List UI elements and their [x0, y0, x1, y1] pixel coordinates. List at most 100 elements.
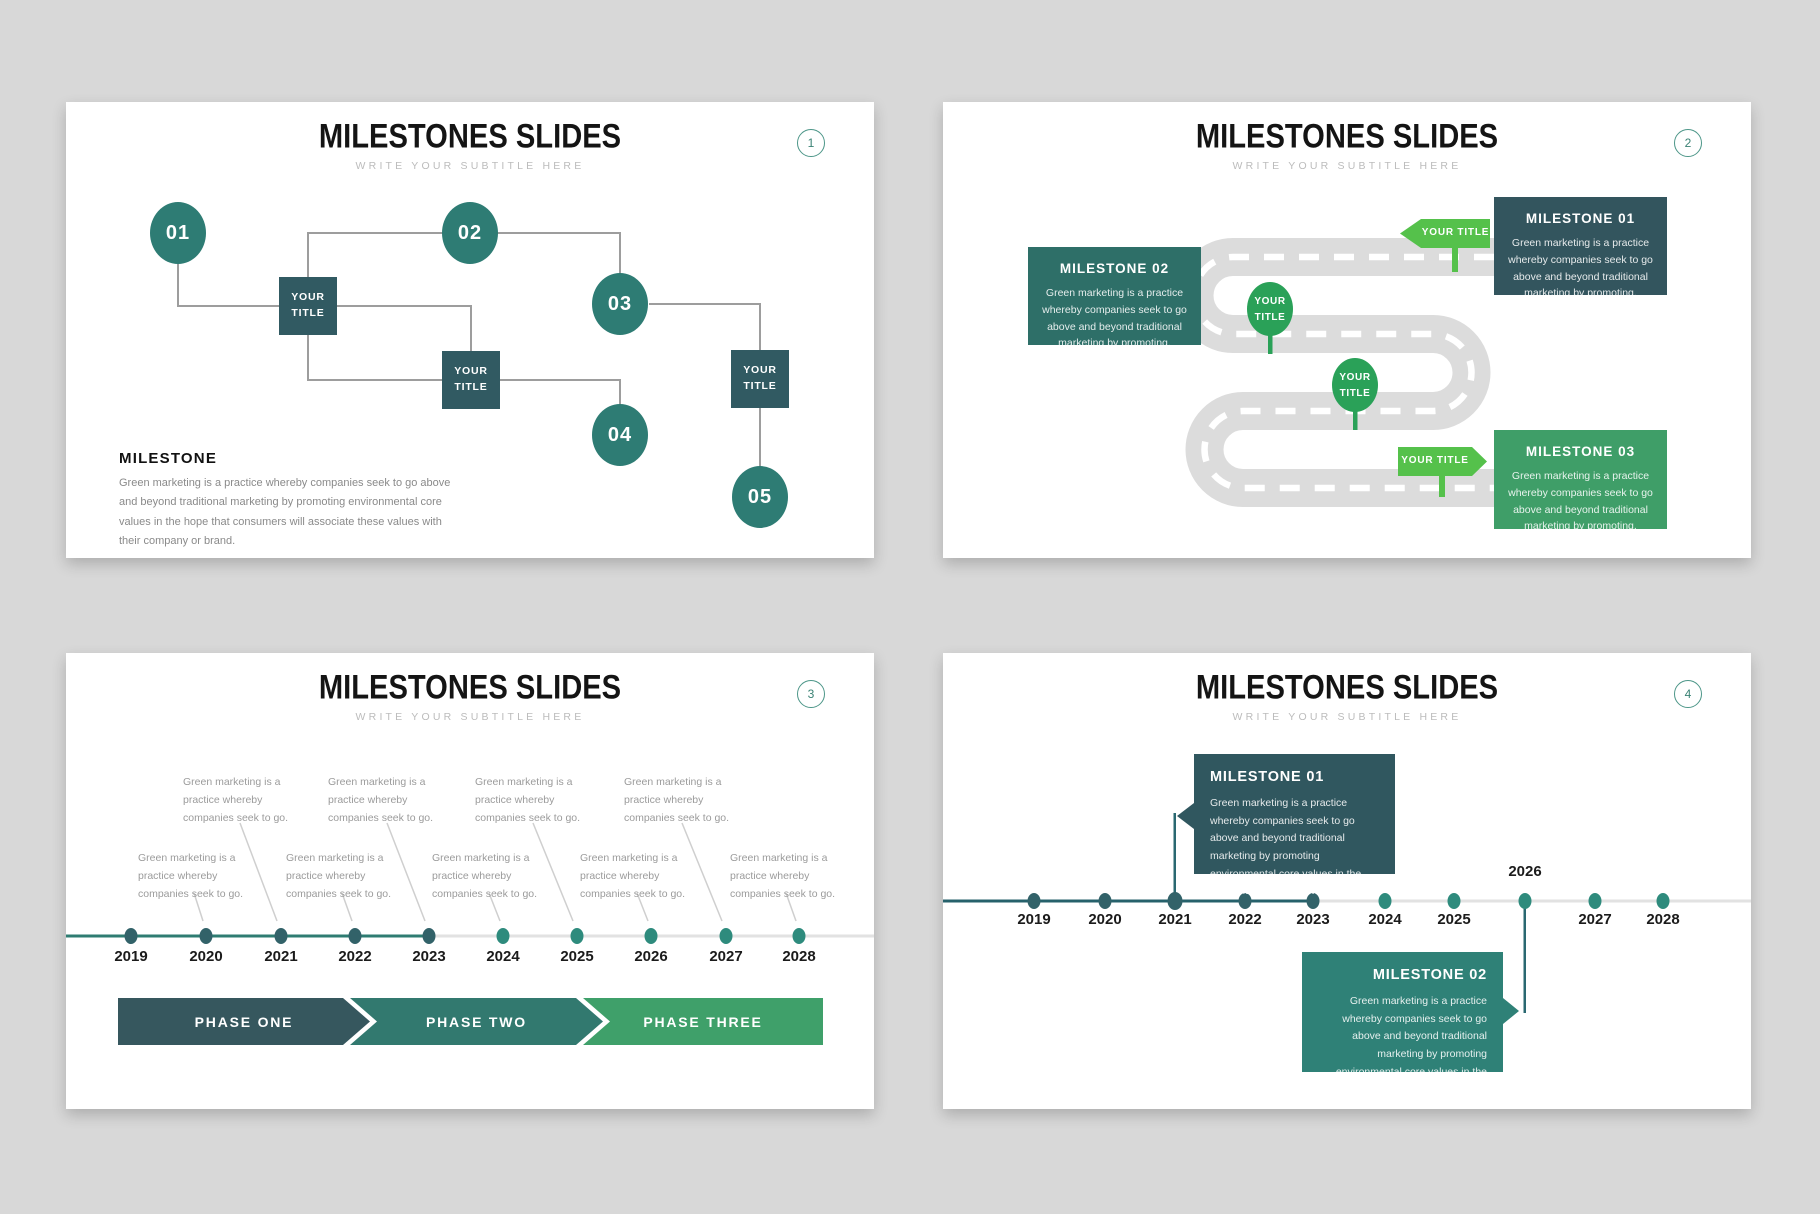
your-title-label: YOUR TITLE: [743, 364, 777, 392]
milestone-01-box: MILESTONE 01 Green marketing is a practi…: [1494, 197, 1667, 299]
year-2024: 2024: [1368, 911, 1402, 928]
year-2023: 2023: [1296, 911, 1330, 928]
your-title-box-2: YOUR TITLE: [442, 351, 500, 409]
year-2021: 2021: [1158, 911, 1192, 928]
callout-2022: Green marketing is a practice whereby co…: [286, 849, 406, 903]
callout-line: practice whereby: [328, 794, 408, 807]
year-2025: 2025: [1437, 911, 1471, 928]
callout-line: companies seek to go.: [138, 888, 244, 901]
milestone-02-pointer: [1503, 998, 1519, 1024]
slide-1-flowchart-milestones: MILESTONES SLIDES WRITE YOUR SUBTITLE HE…: [66, 102, 874, 558]
connector-2026: [1523, 903, 1526, 1013]
milestone-03-body: Green marketing is a practice whereby co…: [1508, 470, 1653, 533]
slide-3-timeline-phases: MILESTONES SLIDES WRITE YOUR SUBTITLE HE…: [66, 653, 874, 1109]
milestone-section-paragraph: Green marketing is a practice whereby co…: [119, 477, 451, 547]
callout-2026: Green marketing is a practice whereby co…: [580, 849, 700, 903]
phase-one-label: PHASE ONE: [194, 1014, 294, 1030]
callout-line: companies seek to go.: [183, 812, 289, 825]
road-sign-1-label: YOUR TITLE: [1421, 227, 1490, 238]
callout-line: practice whereby: [730, 870, 810, 883]
flowchart-node-02: 02: [457, 222, 483, 244]
road-pin-circle-1: [1247, 282, 1293, 336]
milestone-01-body: Green marketing is a practice whereby co…: [1210, 797, 1362, 898]
slide-title: MILESTONES SLIDES: [1195, 667, 1499, 707]
your-title-box-3: YOUR TITLE: [731, 350, 789, 408]
timeline-line-teal: [943, 899, 1313, 903]
flowchart-number-circles: [150, 202, 788, 528]
your-title-box-1: YOUR TITLE: [279, 277, 337, 335]
milestone-01-pointer: [1177, 803, 1194, 829]
callout-line: practice whereby: [432, 870, 512, 883]
timeline-dots: [124, 928, 806, 944]
road-sign-left-arrow: [1400, 219, 1490, 248]
callout-2024: Green marketing is a practice whereby co…: [432, 849, 552, 903]
phase-one-arrow: [118, 998, 370, 1045]
milestone-01-body: Green marketing is a practice whereby co…: [1508, 237, 1653, 300]
callout-line: practice whereby: [475, 794, 555, 807]
milestone-01-heading: MILESTONE 01: [1210, 769, 1325, 785]
year-2025: 2025: [560, 948, 594, 965]
callout-line: practice whereby: [580, 870, 660, 883]
timeline-dots: [1027, 892, 1670, 910]
timeline-line-gray: [1313, 899, 1751, 903]
phase-two-arrow: [350, 998, 603, 1045]
timeline-graphic: [943, 813, 1751, 1013]
connector-2021: [1173, 813, 1176, 900]
phase-two-label: PHASE TWO: [426, 1014, 527, 1030]
slide-subtitle: WRITE YOUR SUBTITLE HERE: [355, 711, 585, 723]
slide-title: MILESTONES SLIDES: [1195, 116, 1499, 156]
callout-line: practice whereby: [138, 870, 218, 883]
year-2028: 2028: [782, 948, 816, 965]
slide-title: MILESTONES SLIDES: [318, 116, 622, 156]
slide-title: MILESTONES SLIDES: [318, 667, 622, 707]
flowchart-graphic: [150, 202, 788, 528]
milestone-02-body: Green marketing is a practice whereby co…: [1042, 287, 1187, 350]
year-2026: 2026: [634, 948, 668, 965]
year-2024: 2024: [486, 948, 520, 965]
slide-subtitle: WRITE YOUR SUBTITLE HERE: [355, 160, 585, 172]
your-title-label: YOUR TITLE: [291, 291, 325, 319]
callout-line: Green marketing is a: [730, 852, 828, 864]
callout-line: Green marketing is a: [286, 852, 384, 864]
callout-2020: Green marketing is a practice whereby co…: [138, 849, 258, 903]
year-2028: 2028: [1646, 911, 1680, 928]
slide-number-badge: 2: [1674, 129, 1702, 157]
year-2026-highlight: 2026: [1508, 863, 1542, 880]
phase-three-label: PHASE THREE: [643, 1014, 763, 1030]
flowchart-node-05: 05: [747, 486, 773, 508]
flowchart-node-03: 03: [607, 293, 633, 315]
callout-line: Green marketing is a: [432, 852, 530, 864]
callout-line: companies seek to go.: [580, 888, 686, 901]
callout-line: Green marketing is a: [328, 776, 426, 788]
flowchart-node-01: 01: [165, 222, 191, 244]
milestone-02-box: MILESTONE 02 Green marketing is a practi…: [1302, 952, 1503, 1095]
timeline-graphic: [66, 822, 874, 1045]
year-2027: 2027: [709, 948, 743, 965]
year-2019: 2019: [114, 948, 148, 965]
milestone-03-heading: MILESTONE 03: [1525, 444, 1636, 459]
year-2021: 2021: [264, 948, 298, 965]
milestone-02-heading: MILESTONE 02: [1059, 261, 1170, 276]
callout-line: companies seek to go.: [730, 888, 836, 901]
slide-number-badge: 1: [797, 129, 825, 157]
slide-4-timeline-milestones: MILESTONES SLIDES WRITE YOUR SUBTITLE HE…: [943, 653, 1751, 1109]
milestone-02-body: Green marketing is a practice whereby co…: [1335, 995, 1487, 1096]
callout-2021: Green marketing is a practice whereby co…: [183, 773, 303, 827]
callout-2025: Green marketing is a practice whereby co…: [475, 773, 595, 827]
road-sign-right-arrow: [1398, 447, 1487, 476]
callout-line: Green marketing is a: [580, 852, 678, 864]
year-2020: 2020: [1088, 911, 1122, 928]
road-pin-2-label: YOUR TITLE: [1325, 370, 1385, 401]
callout-2028: Green marketing is a practice whereby co…: [730, 849, 850, 903]
marker-poles: [1268, 248, 1458, 497]
milestone-02-heading: MILESTONE 02: [1372, 967, 1487, 983]
pin-label-text: YOUR TITLE: [1254, 296, 1286, 323]
callout-line: Green marketing is a: [138, 852, 236, 864]
milestone-01-heading: MILESTONE 01: [1525, 211, 1636, 226]
milestone-01-box: MILESTONE 01 Green marketing is a practi…: [1194, 754, 1395, 897]
callout-line: Green marketing is a: [183, 776, 281, 788]
year-2019: 2019: [1017, 911, 1051, 928]
callout-line: companies seek to go.: [624, 812, 730, 825]
road-pin-1-label: YOUR TITLE: [1240, 294, 1300, 325]
